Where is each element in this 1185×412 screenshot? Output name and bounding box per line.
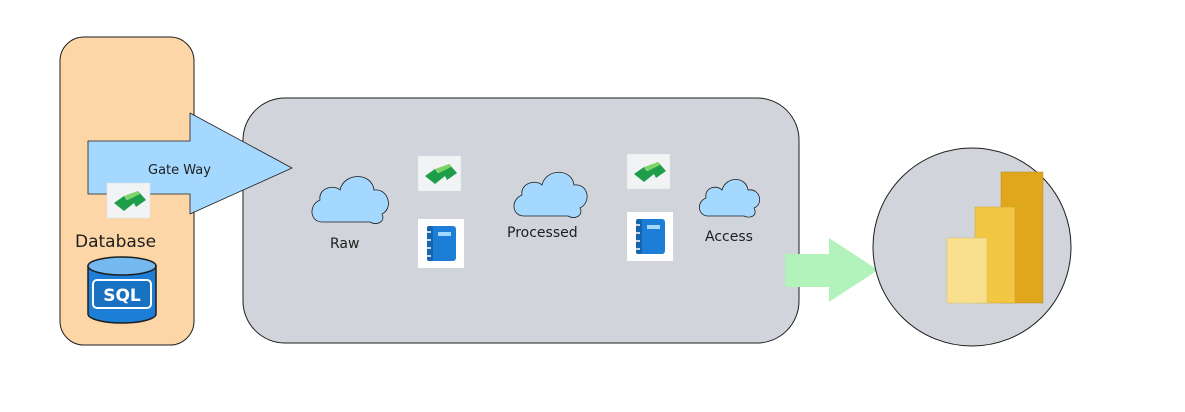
gateway-label: Gate Way bbox=[148, 163, 211, 178]
notebook-icon-1 bbox=[418, 219, 464, 268]
gateway-pipeline-icon bbox=[106, 182, 151, 219]
cloud-processed-icon bbox=[513, 171, 588, 218]
pipeline-icon-2 bbox=[626, 153, 671, 190]
notebook-icon-2 bbox=[627, 212, 673, 261]
sql-database-icon bbox=[87, 256, 157, 324]
sql-label: SQL bbox=[103, 286, 141, 306]
output-arrow bbox=[785, 238, 878, 302]
pipeline-icon-1 bbox=[417, 155, 462, 192]
bar-chart-report-icon bbox=[946, 171, 1044, 304]
cloud-raw-icon bbox=[311, 176, 389, 224]
processed-label: Processed bbox=[507, 225, 578, 241]
raw-label: Raw bbox=[330, 236, 359, 252]
access-label: Access bbox=[705, 229, 753, 245]
cloud-access-icon bbox=[699, 179, 761, 218]
database-label: Database bbox=[75, 232, 156, 252]
